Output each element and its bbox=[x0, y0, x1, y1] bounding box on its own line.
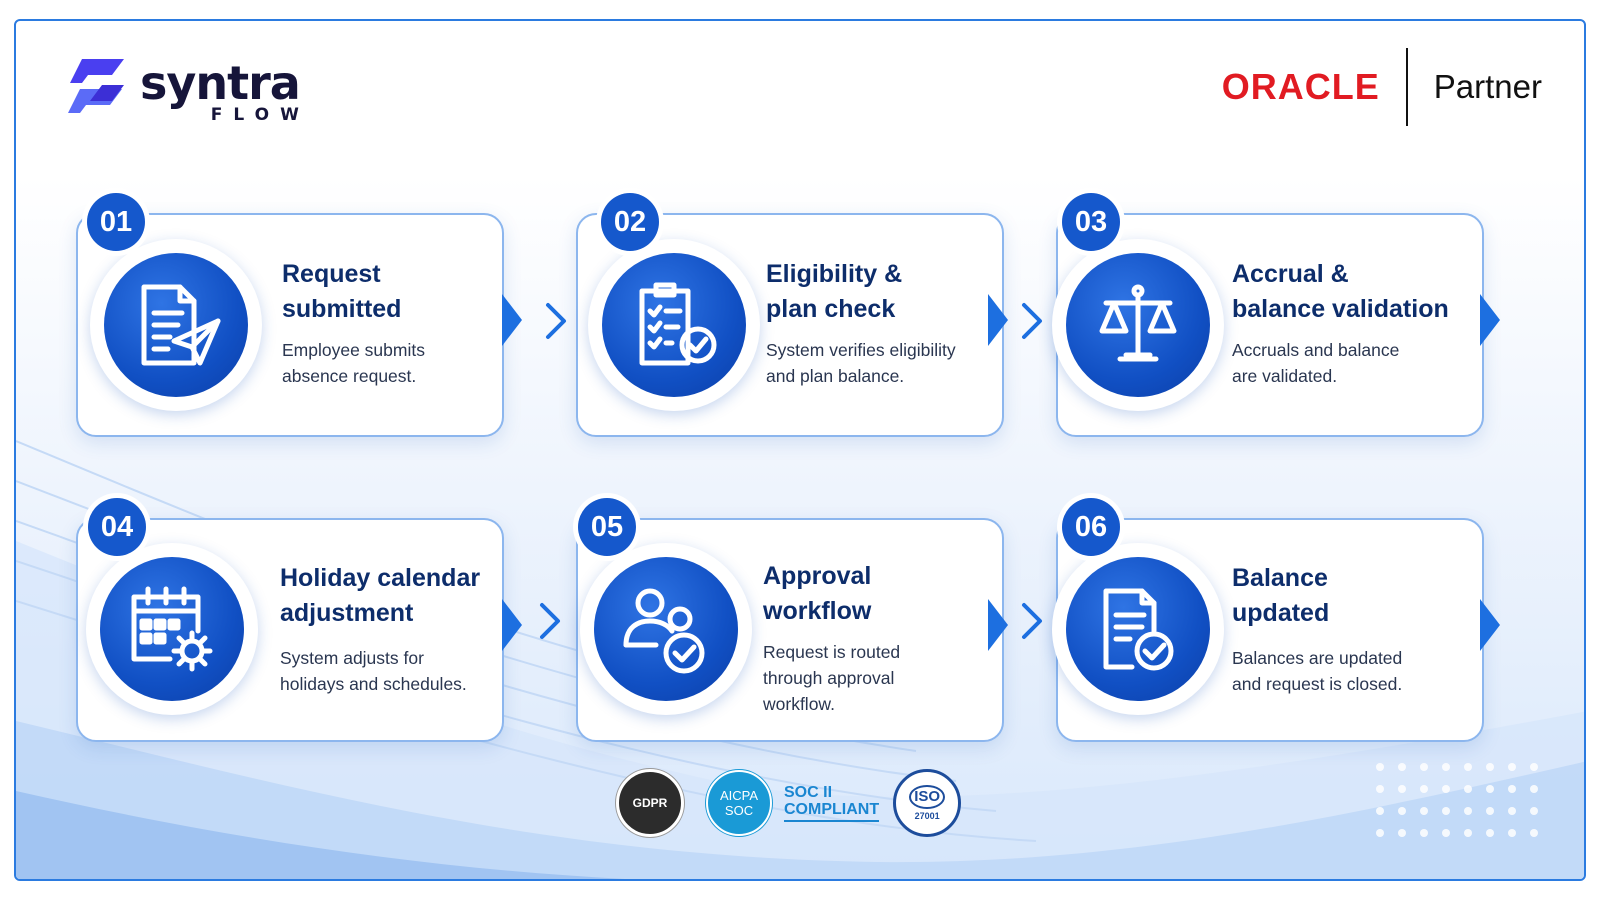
card-pointer bbox=[502, 294, 522, 346]
step-title: Eligibility & plan check bbox=[766, 260, 903, 323]
step-number-badge: 01 bbox=[87, 193, 145, 251]
soc-compliant: SOC II COMPLIANT bbox=[772, 784, 880, 822]
chevron-right-icon bbox=[546, 303, 566, 339]
step-icon-ring bbox=[580, 543, 752, 715]
step-icon-ring bbox=[588, 239, 760, 411]
step-number-badge: 05 bbox=[578, 498, 636, 556]
gdpr-badge: GDPR bbox=[616, 769, 684, 837]
step-icon-ring bbox=[86, 543, 258, 715]
step-icon-ring bbox=[90, 239, 262, 411]
step-title: Holiday calendar adjustment bbox=[280, 564, 481, 627]
compliance-badges: GDPR AICPA SOC SOC II COMPLIANT ISO 2700… bbox=[616, 769, 962, 837]
chevron-right-icon bbox=[1022, 603, 1042, 639]
background-waves bbox=[16, 440, 1584, 879]
users-check-icon bbox=[623, 588, 705, 674]
step-description: Employee submits absence request. bbox=[282, 340, 425, 386]
aicpa-label: AICPA bbox=[719, 788, 759, 803]
step-description: Balances are updated and request is clos… bbox=[1232, 648, 1403, 694]
card-pointer bbox=[1480, 599, 1500, 651]
brand-sub: FLOW bbox=[210, 105, 310, 125]
brand-word: syntra bbox=[140, 56, 301, 110]
chevron-right-icon bbox=[540, 603, 560, 639]
calendar-gear-icon bbox=[131, 586, 213, 672]
document-check-icon bbox=[1103, 588, 1174, 671]
dot-grid-decoration bbox=[1376, 763, 1538, 837]
aicpa-soc-badge: AICPA SOC bbox=[706, 770, 772, 836]
iso-number: 27001 bbox=[914, 811, 940, 821]
step-number-badge: 04 bbox=[88, 498, 146, 556]
card-pointer bbox=[1480, 294, 1500, 346]
iso-label: ISO bbox=[909, 785, 946, 809]
card-pointer bbox=[988, 599, 1008, 651]
iso-27001-badge: ISO 27001 bbox=[893, 769, 962, 837]
step-description: System verifies eligibility and plan bal… bbox=[766, 340, 956, 386]
step-title: Balance updated bbox=[1232, 564, 1330, 627]
clipboard-check-icon bbox=[639, 282, 717, 366]
card-pointer bbox=[988, 294, 1008, 346]
step-number-badge: 02 bbox=[601, 193, 659, 251]
balance-scale-icon bbox=[1099, 284, 1177, 362]
step-icon-ring bbox=[1052, 543, 1224, 715]
step-title: Accrual & balance validation bbox=[1232, 260, 1449, 323]
step-title: Approval workflow bbox=[763, 562, 872, 625]
syntra-flow-logo: syntra FLOW bbox=[62, 56, 301, 125]
aicpa-soc-label: SOC bbox=[724, 803, 754, 818]
step-number-badge: 06 bbox=[1062, 498, 1120, 556]
partner-divider bbox=[1405, 48, 1408, 126]
oracle-partner-logo: ORACLE Partner bbox=[1221, 48, 1542, 126]
oracle-word: ORACLE bbox=[1221, 66, 1380, 107]
partner-label: Partner bbox=[1433, 68, 1542, 105]
gdpr-label: GDPR bbox=[632, 796, 668, 810]
syntra-logo-mark-icon bbox=[68, 59, 124, 113]
step-title: Request submitted bbox=[282, 260, 402, 323]
soc-compliant-label: SOC II COMPLIANT bbox=[784, 784, 880, 818]
step-icon-ring bbox=[1052, 239, 1224, 411]
step-description: Request is routed through approval workf… bbox=[763, 642, 901, 714]
infographic-frame: syntra FLOW ORACLE Partner 01 Request su… bbox=[14, 19, 1586, 881]
document-send-icon bbox=[141, 284, 221, 366]
chevron-right-icon bbox=[1022, 303, 1042, 339]
step-description: Accruals and balance are validated. bbox=[1232, 340, 1400, 386]
card-pointer bbox=[502, 599, 522, 651]
step-number-badge: 03 bbox=[1062, 193, 1120, 251]
soc-underline bbox=[784, 820, 880, 822]
step-description: System adjusts for holidays and schedule… bbox=[280, 648, 467, 694]
